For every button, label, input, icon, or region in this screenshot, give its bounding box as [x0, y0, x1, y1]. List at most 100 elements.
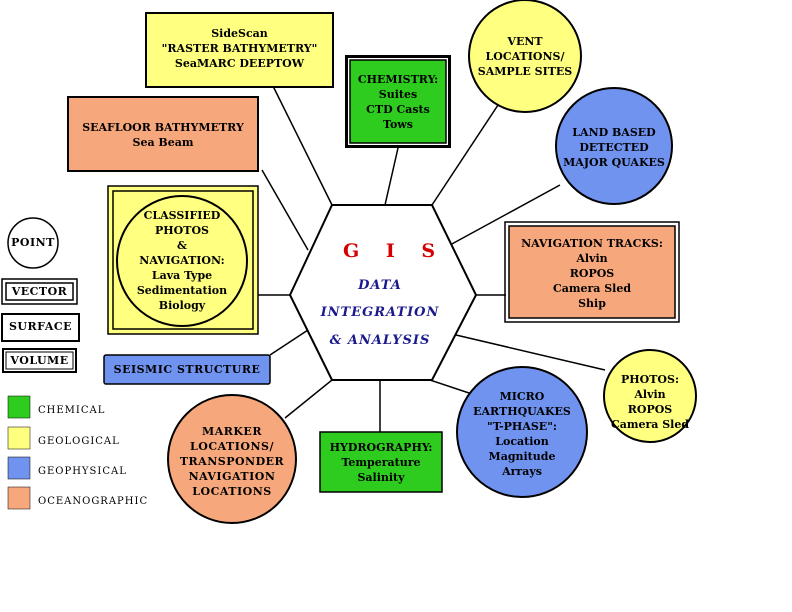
- vector-label: VECTOR: [11, 285, 68, 298]
- photos-label: PHOTOS: Alvin ROPOS Camera Sled: [605, 372, 695, 432]
- hydro-line: HYDROGRAPHY:: [329, 441, 433, 454]
- nav-tracks-line: Ship: [578, 297, 606, 310]
- photos-circle: [603, 349, 697, 443]
- vent-line: SAMPLE SITES: [477, 65, 573, 78]
- classified-line: Biology: [158, 299, 206, 312]
- gis-title: G I S: [343, 240, 446, 262]
- classified-circle: [116, 195, 248, 327]
- marker-circle: [167, 394, 297, 524]
- sidescan-line: "RASTER BATHYMETRY": [161, 42, 318, 55]
- classified-line: Sedimentation: [136, 284, 228, 297]
- chemistry-line: Suites: [378, 88, 418, 101]
- nav-tracks-line: Alvin: [576, 252, 608, 265]
- micro-line: "T-PHASE":: [487, 420, 557, 433]
- connector-vent: [431, 101, 501, 206]
- vent-line: VENT: [507, 35, 543, 48]
- seismic-box: [103, 354, 271, 385]
- photos-line: Alvin: [634, 388, 666, 401]
- connector-lines: [255, 79, 606, 432]
- seafloor-box: [67, 96, 259, 172]
- vector-symbol-inner: [5, 282, 74, 301]
- connector-sidescan: [269, 79, 333, 206]
- chemistry-label: CHEMISTRY: Suites CTD Casts Tows: [350, 72, 446, 132]
- photos-line: Camera Sled: [610, 418, 690, 431]
- marker-line: LOCATIONS/: [190, 440, 274, 453]
- legend-label-chemical: CHEMICAL: [38, 405, 106, 416]
- micro-line: Arrays: [502, 465, 542, 478]
- legend-label-geological: GEOLOGICAL: [38, 436, 120, 447]
- classified-line: &: [177, 239, 187, 252]
- sidescan-box: [145, 12, 334, 88]
- marker-line: TRANSPONDER: [179, 455, 285, 468]
- classified-line: PHOTOS: [155, 224, 209, 237]
- seafloor-line: Sea Beam: [132, 136, 194, 149]
- sidescan-line: SeaMARC DEEPTOW: [174, 57, 305, 70]
- classified-line: CLASSIFIED: [143, 209, 221, 222]
- nav-tracks-label: NAVIGATION TRACKS: Alvin ROPOS Camera Sl…: [509, 236, 675, 311]
- gis-hexagon: [288, 204, 478, 381]
- land-quakes-circle: [555, 87, 673, 205]
- surface-symbol: [1, 313, 80, 342]
- seismic-line: SEISMIC STRUCTURE: [113, 363, 261, 376]
- marker-line: LOCATIONS: [192, 485, 272, 498]
- nav-tracks-box-outer: [504, 221, 680, 323]
- chemistry-box: [349, 59, 447, 144]
- connector-seafloor: [261, 169, 309, 251]
- marker-label: MARKER LOCATIONS/ TRANSPONDER NAVIGATION…: [170, 424, 294, 499]
- photos-line: PHOTOS:: [620, 373, 680, 386]
- classified-box-inner: [112, 190, 254, 330]
- point-symbol: [7, 217, 59, 269]
- nav-tracks-box: [508, 225, 676, 319]
- micro-line: EARTHQUAKES: [473, 405, 571, 418]
- micro-circle: [456, 366, 588, 498]
- volume-label: VOLUME: [10, 354, 69, 367]
- micro-line: Magnitude: [488, 450, 556, 463]
- seafloor-line: SEAFLOOR BATHYMETRY: [82, 121, 244, 134]
- classified-line: Lava Type: [151, 269, 213, 282]
- vector-symbol-outer: [1, 278, 78, 305]
- nav-tracks-line: ROPOS: [569, 267, 615, 280]
- land-quakes-line: MAJOR QUAKES: [563, 156, 665, 169]
- sidescan-line: SideScan: [211, 27, 268, 40]
- vent-label: VENT LOCATIONS/ SAMPLE SITES: [469, 34, 581, 79]
- vent-circle: [468, 0, 582, 113]
- sidescan-label: SideScan "RASTER BATHYMETRY" SeaMARC DEE…: [146, 26, 333, 71]
- classified-line: NAVIGATION:: [139, 254, 225, 267]
- connector-marker: [284, 379, 333, 419]
- hydro-box: [319, 431, 443, 493]
- hydro-label: HYDROGRAPHY: Temperature Salinity: [320, 440, 442, 485]
- connector-seismic: [269, 329, 309, 356]
- connector-land-quakes: [449, 184, 561, 246]
- chemistry-line: Tows: [383, 118, 413, 131]
- legend-label-oceanographic: OCEANOGRAPHIC: [38, 496, 149, 507]
- micro-line: Location: [495, 435, 549, 448]
- point-label: POINT: [11, 236, 55, 249]
- land-quakes-line: LAND BASED: [572, 126, 656, 139]
- hydro-line: Temperature: [341, 456, 421, 469]
- hex-data-label: DATA: [358, 278, 402, 293]
- connector-chemistry: [384, 147, 399, 206]
- nav-tracks-line: Camera Sled: [552, 282, 632, 295]
- nav-tracks-line: NAVIGATION TRACKS:: [521, 237, 663, 250]
- hex-integration-label: INTEGRATION: [320, 305, 440, 320]
- connector-photos: [455, 334, 606, 371]
- hydro-line: Salinity: [357, 471, 405, 484]
- volume-symbol-inner: [5, 351, 74, 370]
- seismic-label: SEISMIC STRUCTURE: [104, 362, 270, 377]
- land-quakes-line: DETECTED: [579, 141, 649, 154]
- chemistry-line: CHEMISTRY:: [357, 73, 439, 86]
- legend-swatch-geological: [7, 426, 31, 450]
- legend-swatch-oceanographic: [7, 486, 31, 510]
- legend-swatch-chemical: [7, 395, 31, 419]
- micro-label: MICRO EARTHQUAKES "T-PHASE": Location Ma…: [462, 389, 582, 479]
- legend-label-geophysical: GEOPHYSICAL: [38, 466, 127, 477]
- marker-line: NAVIGATION: [188, 470, 276, 483]
- marker-line: MARKER: [202, 425, 262, 438]
- hex-analysis-label: & ANALYSIS: [329, 333, 431, 348]
- photos-line: ROPOS: [627, 403, 673, 416]
- chemistry-line: CTD Casts: [366, 103, 430, 116]
- classified-label: CLASSIFIED PHOTOS & NAVIGATION: Lava Typ…: [117, 208, 247, 313]
- seafloor-label: SEAFLOOR BATHYMETRY Sea Beam: [68, 120, 258, 150]
- surface-label: SURFACE: [8, 320, 73, 333]
